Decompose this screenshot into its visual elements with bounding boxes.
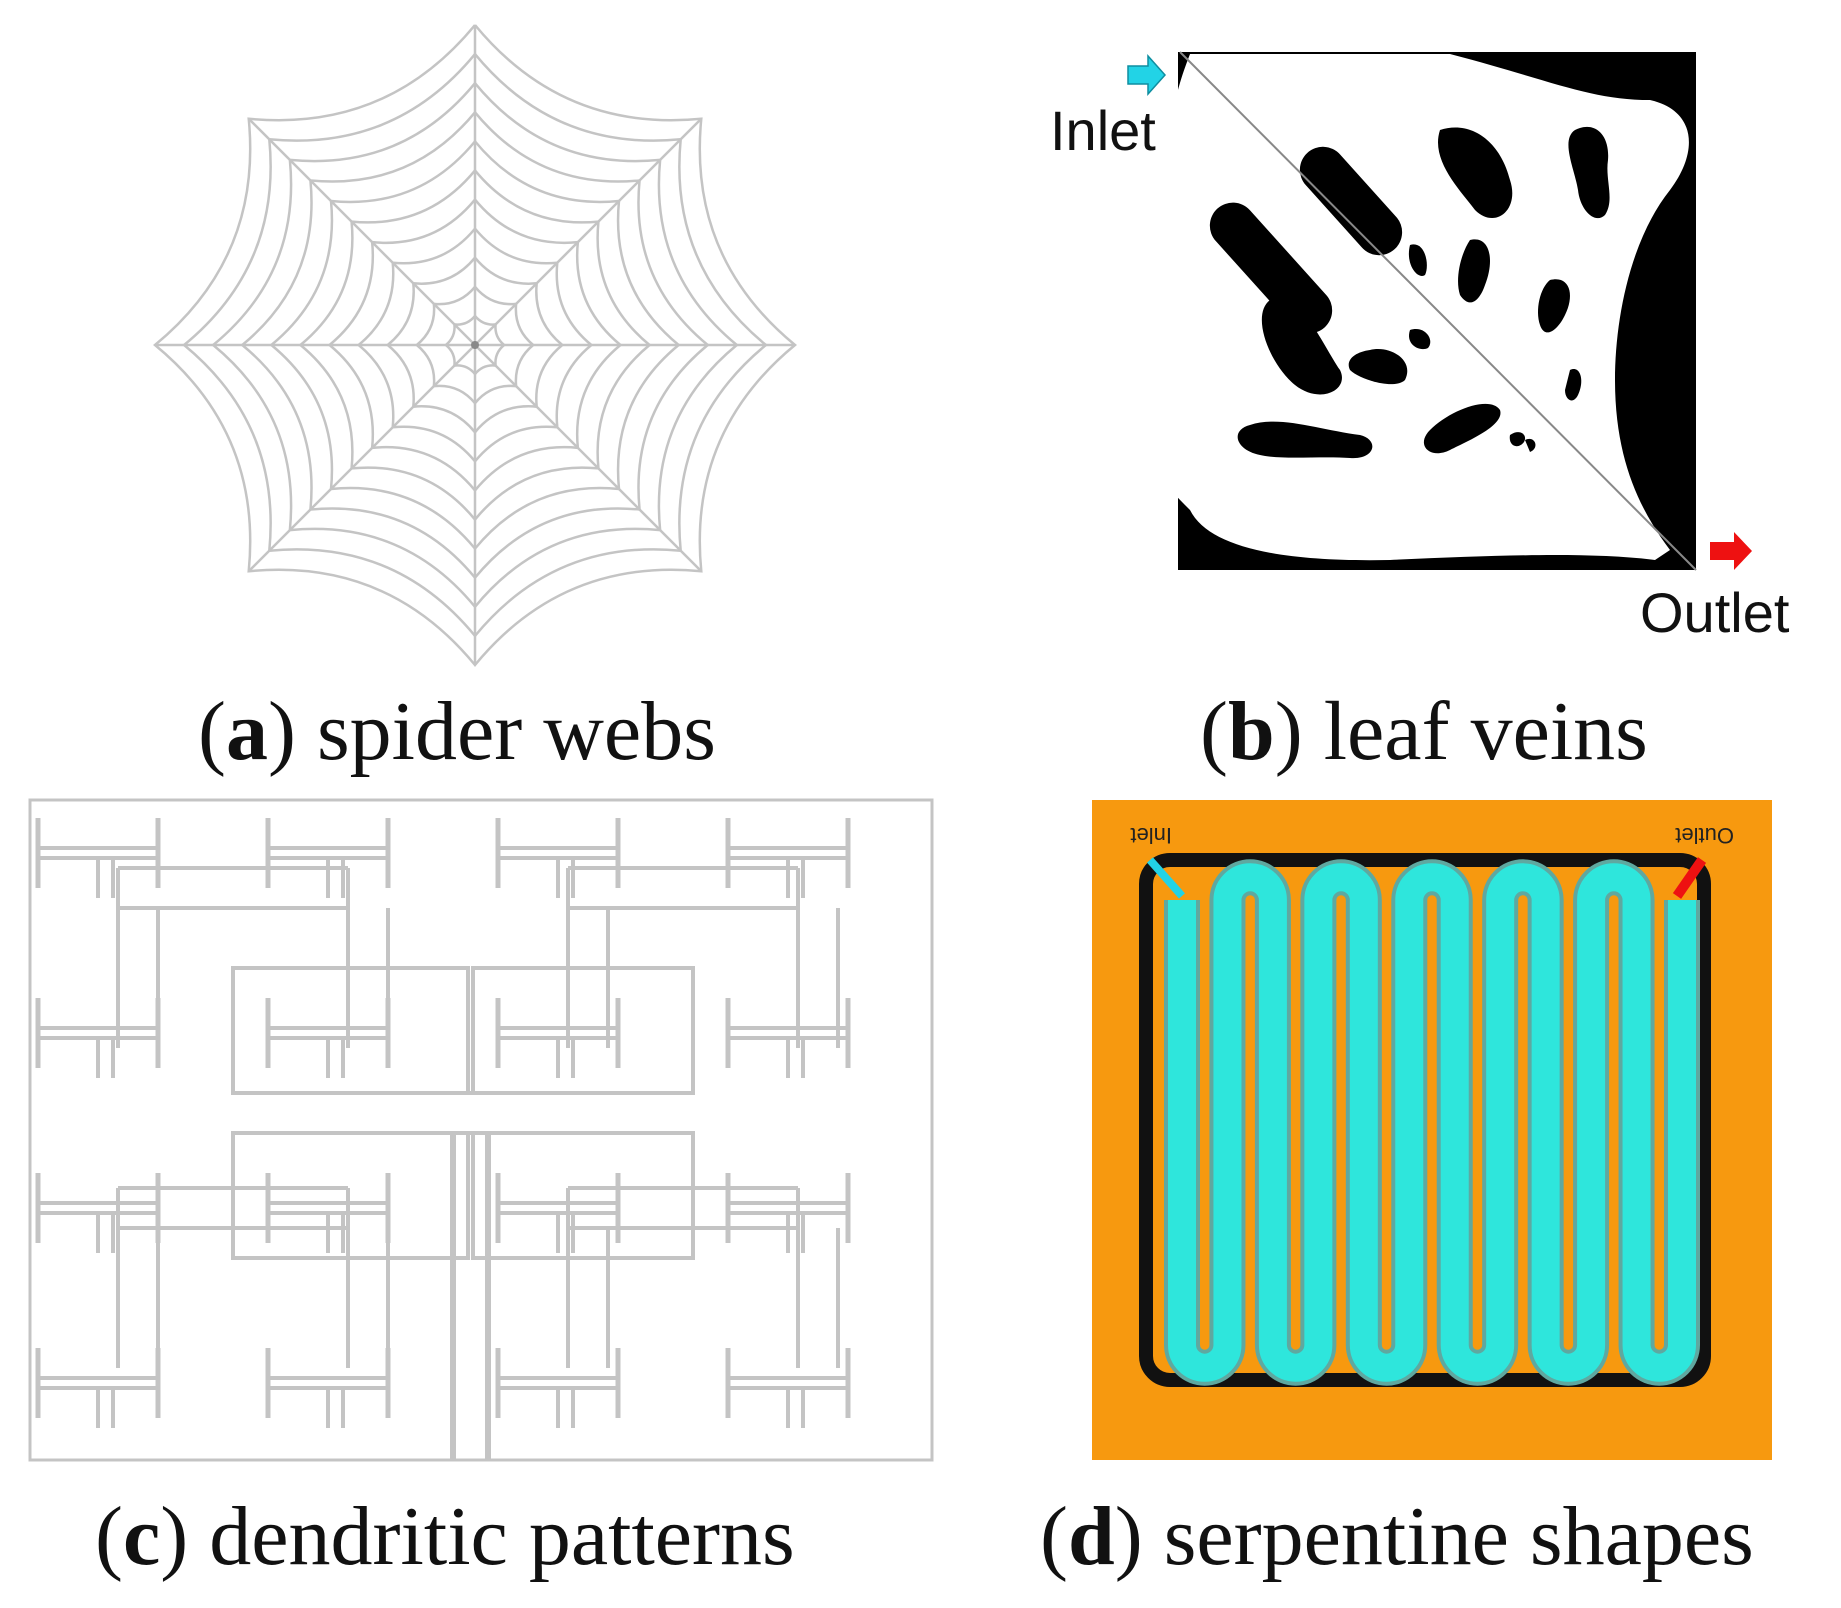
leaf-vein-diagram: Inlet Outlet bbox=[1050, 51, 1790, 640]
inlet-arrow-icon bbox=[1127, 54, 1167, 96]
dendritic-diagram bbox=[28, 798, 934, 1462]
panel-spider-webs bbox=[150, 15, 800, 675]
caption-d-letter: d bbox=[1067, 1490, 1115, 1583]
serpentine-inlet-label: Inlet bbox=[1130, 823, 1172, 848]
web-ring bbox=[269, 140, 681, 551]
spider-web-diagram bbox=[153, 24, 797, 667]
dendritic-frame bbox=[471, 1131, 695, 1260]
caption-d-text: serpentine shapes bbox=[1163, 1490, 1754, 1583]
caption-a-text: spider webs bbox=[316, 685, 716, 778]
leaf-islands bbox=[1209, 126, 1610, 459]
dendritic-border bbox=[28, 798, 934, 1462]
web-ring bbox=[356, 227, 594, 464]
web-center bbox=[471, 341, 479, 349]
caption-c-text: dendritic patterns bbox=[209, 1490, 795, 1583]
web-spoke bbox=[247, 344, 476, 573]
outlet-arrow-icon bbox=[1710, 532, 1752, 570]
web-ring bbox=[414, 286, 536, 406]
web-spoke bbox=[247, 117, 476, 346]
web-ring bbox=[327, 198, 623, 493]
web-ring bbox=[153, 24, 797, 667]
serpentine-outlet-label: Outlet bbox=[1675, 823, 1734, 848]
dendritic-frame bbox=[231, 966, 470, 1095]
leaf-flow-region bbox=[1147, 54, 1689, 561]
inlet-label: Inlet bbox=[1050, 99, 1156, 162]
serpentine-channel-fill bbox=[1168, 863, 1696, 1382]
caption-c-letter: c bbox=[122, 1490, 161, 1583]
leaf-diagonal-line bbox=[1179, 51, 1697, 571]
serpentine-diagram: Inlet Outlet bbox=[1092, 800, 1772, 1460]
web-ring bbox=[385, 256, 565, 435]
web-spoke bbox=[474, 117, 703, 346]
serpentine-channel bbox=[1164, 859, 1700, 1386]
web-ring bbox=[298, 169, 652, 522]
caption-b-text: leaf veins bbox=[1323, 685, 1648, 778]
serpentine-inlet-tube bbox=[1147, 857, 1185, 899]
panel-serpentine: Inlet Outlet bbox=[1092, 800, 1772, 1460]
web-ring bbox=[182, 53, 768, 638]
web-ring bbox=[211, 82, 739, 609]
caption-b: (b) leaf veins bbox=[1200, 685, 1648, 778]
caption-a: (a) spider webs bbox=[198, 685, 716, 778]
serpentine-outlet-tube bbox=[1672, 857, 1707, 899]
dendritic-frame bbox=[231, 1131, 470, 1260]
panel-dendritic bbox=[28, 798, 934, 1462]
caption-b-letter: b bbox=[1227, 685, 1275, 778]
caption-c: (c) dendritic patterns bbox=[95, 1490, 795, 1583]
web-ring bbox=[240, 111, 710, 580]
caption-a-letter: a bbox=[225, 685, 268, 778]
web-spoke bbox=[474, 344, 703, 573]
outlet-label: Outlet bbox=[1640, 581, 1790, 640]
caption-d: (d) serpentine shapes bbox=[1040, 1490, 1754, 1583]
panel-leaf-veins: Inlet Outlet bbox=[1030, 40, 1841, 640]
web-ring bbox=[443, 315, 507, 377]
dendritic-frame bbox=[471, 966, 695, 1095]
